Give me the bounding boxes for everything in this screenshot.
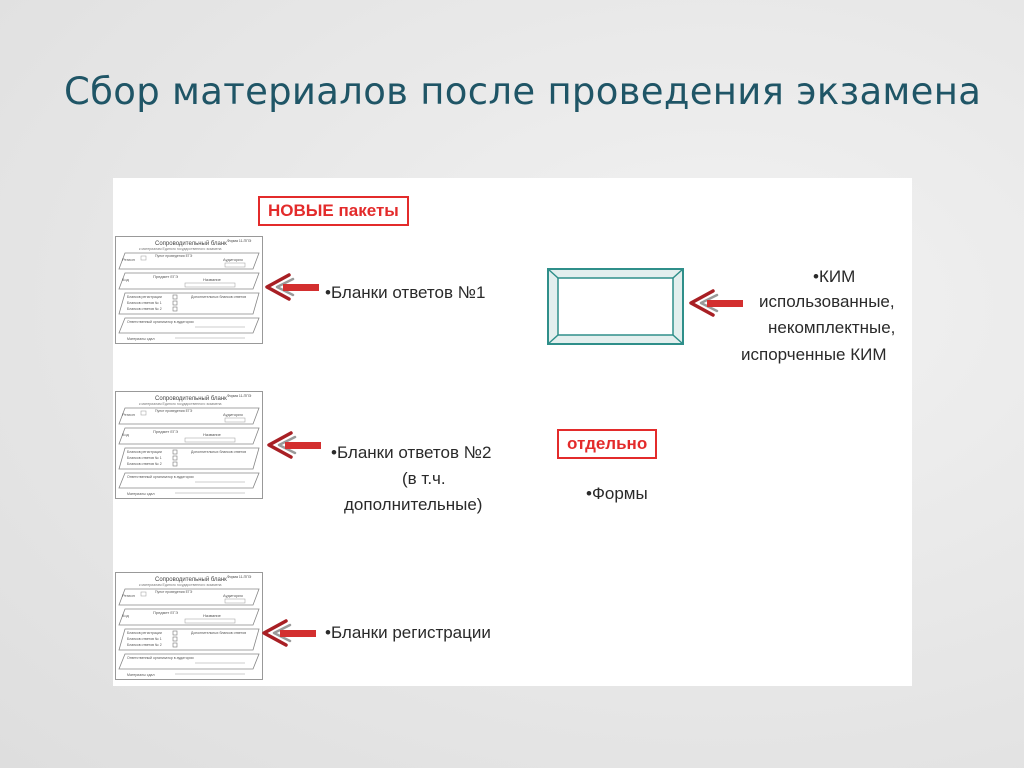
form-subject: Предмет ЕГЭ <box>153 429 178 434</box>
form-subject: Предмет ЕГЭ <box>153 610 178 615</box>
form-received: Материалы сдал <box>127 673 155 677</box>
answers-2-note-cont: дополнительные) <box>344 495 483 514</box>
form-subject-code: Код <box>122 432 129 437</box>
new-packets-tag: НОВЫЕ пакеты <box>258 196 409 226</box>
form-name: Название <box>203 613 222 618</box>
form-extra-answers: Дополнительных бланков ответов <box>191 450 246 454</box>
form-answers1: Бланков ответов № 1 <box>127 301 162 305</box>
form-reg-forms: Бланков регистрации <box>127 295 162 299</box>
form-name: Название <box>203 432 222 437</box>
form-answers2: Бланков ответов № 2 <box>127 643 162 647</box>
form-reg-forms: Бланков регистрации <box>127 631 162 635</box>
form-organizer: Ответственный организатор в аудитории <box>127 320 194 324</box>
form-answers2: Бланков ответов № 2 <box>127 462 162 466</box>
form-ppe-code: Пункт проведения ЕГЭ <box>155 409 193 413</box>
form-received: Материалы сдал <box>127 337 155 341</box>
form-auditorium: Аудитория <box>223 412 243 417</box>
form-subject-code: Код <box>122 613 129 618</box>
kim-spoiled-label: испорченные КИМ <box>741 345 887 364</box>
answers-1-label: •Бланки ответов №1 <box>325 283 486 302</box>
form-code: Форма 11-ППЭ <box>227 394 252 398</box>
form-extra-answers: Дополнительных бланков ответов <box>191 631 246 635</box>
kim-label: •КИМ <box>813 267 856 286</box>
form-heading: Сопроводительный бланк <box>155 240 227 247</box>
form-answers2: Бланков ответов № 2 <box>127 307 162 311</box>
form-ppe-code: Пункт проведения ЕГЭ <box>155 590 193 594</box>
form-subheading: к материалам Единого государственного эк… <box>139 247 222 251</box>
left-arrow-icon <box>265 273 319 301</box>
form-extra-answers: Дополнительных бланков ответов <box>191 295 246 299</box>
content-panel: Сопроводительный бланк Форма 11-ППЭ к ма… <box>113 178 912 686</box>
form-heading: Сопроводительный бланк <box>155 395 227 402</box>
form-subject: Предмет ЕГЭ <box>153 274 178 279</box>
form-answers1: Бланков ответов № 1 <box>127 637 162 641</box>
left-arrow-icon <box>689 289 743 317</box>
separately-tag: отдельно <box>557 429 658 459</box>
form-region: Регион <box>122 257 135 262</box>
answers-2-label: •Бланки ответов №2 <box>331 443 492 462</box>
form-subject-code: Код <box>122 277 129 282</box>
form-received: Материалы сдал <box>127 492 155 496</box>
form-auditorium: Аудитория <box>223 257 243 262</box>
form-subheading: к материалам Единого государственного эк… <box>139 583 222 587</box>
left-arrow-icon <box>267 431 321 459</box>
form-answers1: Бланков ответов № 1 <box>127 456 162 460</box>
kim-incomplete-label: некомплектные, <box>768 318 896 337</box>
forms-label: •Формы <box>586 484 648 503</box>
form-organizer: Ответственный организатор в аудитории <box>127 656 194 660</box>
accompanying-form-thumbnail: Сопроводительный бланк Форма 11-ППЭ к ма… <box>115 391 263 499</box>
form-heading: Сопроводительный бланк <box>155 576 227 583</box>
form-reg-forms: Бланков регистрации <box>127 450 162 454</box>
form-auditorium: Аудитория <box>223 593 243 598</box>
accompanying-form-thumbnail: Сопроводительный бланк Форма 11-ППЭ к ма… <box>115 236 263 344</box>
envelope-icon <box>547 268 684 345</box>
left-arrow-icon <box>262 619 316 647</box>
slide-title: Сбор материалов после проведения экзамен… <box>64 70 982 113</box>
form-region: Регион <box>122 412 135 417</box>
form-code: Форма 11-ППЭ <box>227 575 252 579</box>
kim-used-label: использованные, <box>759 292 895 311</box>
accompanying-form-thumbnail: Сопроводительный бланк Форма 11-ППЭ к ма… <box>115 572 263 680</box>
form-name: Название <box>203 277 222 282</box>
form-ppe-code: Пункт проведения ЕГЭ <box>155 254 193 258</box>
answers-2-note: (в т.ч. <box>402 469 446 488</box>
form-organizer: Ответственный организатор в аудитории <box>127 475 194 479</box>
form-region: Регион <box>122 593 135 598</box>
registration-label: •Бланки регистрации <box>325 623 491 642</box>
form-code: Форма 11-ППЭ <box>227 239 252 243</box>
form-subheading: к материалам Единого государственного эк… <box>139 402 222 406</box>
